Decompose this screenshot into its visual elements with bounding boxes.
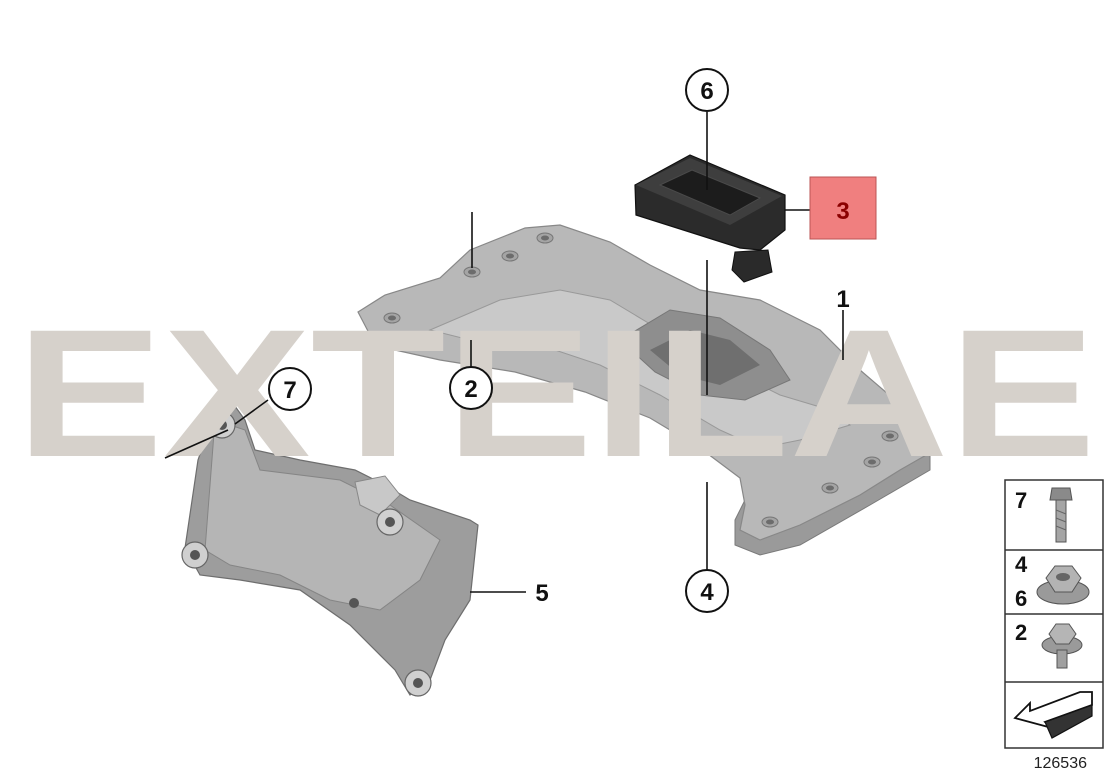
legend-row-arrow[interactable]: [1013, 691, 1093, 739]
callout-5[interactable]: 5: [535, 580, 548, 607]
arrow-icon: [1013, 691, 1093, 739]
crossmember-part[interactable]: [357, 224, 936, 556]
legend-row-nut[interactable]: 4 6: [1015, 552, 1090, 611]
svg-text:6: 6: [1015, 586, 1027, 611]
hex-bolt-icon: [1041, 623, 1083, 669]
flange-nut-icon: [1036, 565, 1090, 605]
callout-7[interactable]: 7: [268, 367, 312, 411]
svg-text:1: 1: [836, 286, 849, 313]
callout-6[interactable]: 6: [685, 68, 729, 112]
callout-1[interactable]: 1: [836, 286, 849, 313]
callout-2[interactable]: 2: [449, 366, 493, 410]
svg-text:2: 2: [464, 376, 477, 403]
leader-lines: [164, 112, 844, 593]
svg-text:4: 4: [1015, 552, 1028, 577]
rubber-mount-part[interactable]: [634, 154, 786, 283]
legend-row-hex-bolt[interactable]: 2: [1015, 620, 1083, 669]
svg-text:4: 4: [700, 579, 714, 606]
svg-text:2: 2: [1015, 620, 1027, 645]
callout-4[interactable]: 4: [685, 569, 729, 613]
legend-row-bolt[interactable]: 7: [1015, 487, 1073, 543]
diagram-number: 126536: [1034, 755, 1087, 772]
callout-3-highlighted[interactable]: 3: [809, 176, 877, 240]
bolt-icon: [1049, 487, 1073, 543]
fastener-legend: 7 4 6 2: [1004, 479, 1104, 749]
svg-text:7: 7: [1015, 488, 1027, 513]
watermark-text: EXTEILAE: [16, 291, 1096, 495]
bracket-part[interactable]: [181, 401, 479, 697]
svg-text:5: 5: [535, 580, 548, 607]
svg-text:7: 7: [283, 377, 296, 404]
svg-text:3: 3: [836, 198, 849, 225]
svg-text:6: 6: [700, 78, 713, 105]
